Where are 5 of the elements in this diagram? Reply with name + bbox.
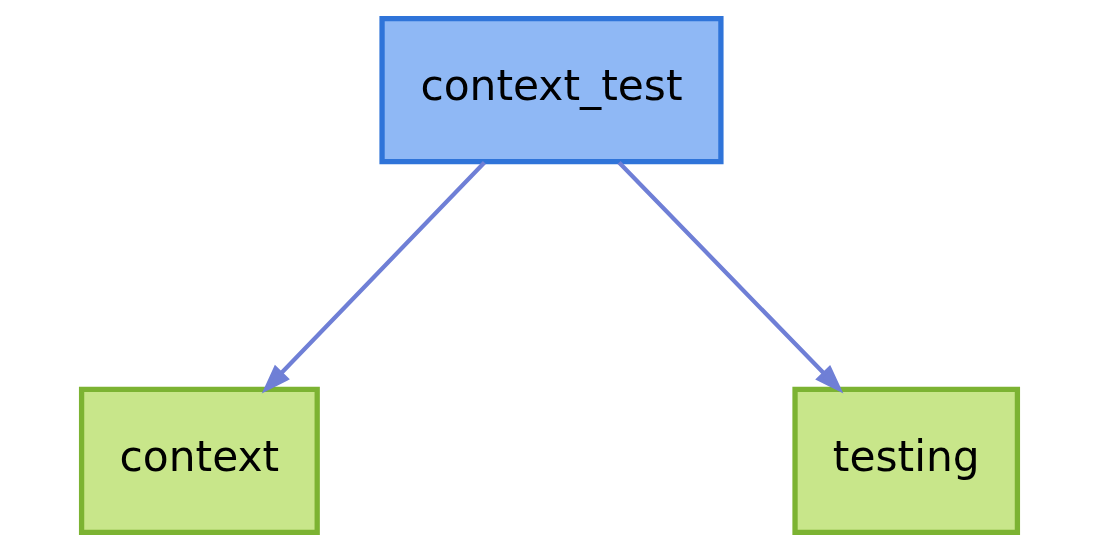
node-box: context — [78, 386, 320, 535]
node-box: context_test — [378, 16, 724, 165]
arrow — [617, 160, 843, 394]
node-box: testing — [791, 386, 1020, 535]
arrow — [261, 160, 486, 394]
